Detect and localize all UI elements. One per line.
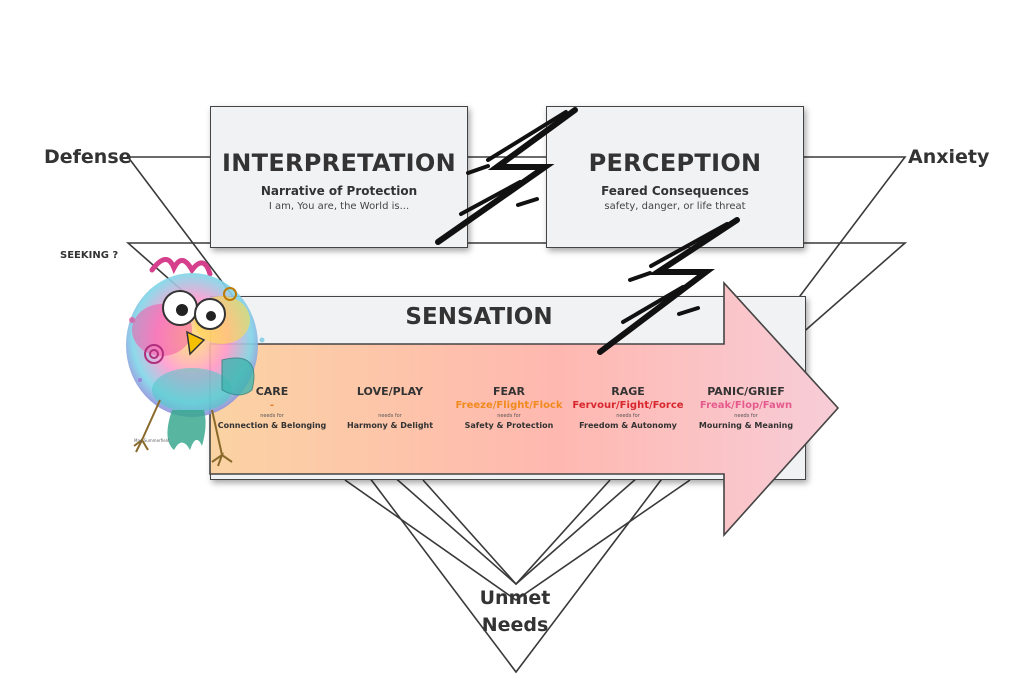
emotion-fear-need: Safety & Protection bbox=[464, 421, 554, 430]
emotion-rage-response: Fervour/Fight/Force bbox=[572, 400, 684, 411]
emotion-love-play-need: Harmony & Delight bbox=[346, 421, 434, 430]
arrow-shape bbox=[209, 280, 840, 538]
emotion-love-play-needs-for: needs for bbox=[378, 413, 402, 419]
inner-triangle-right bbox=[422, 479, 611, 586]
illustration-caption: Mag Summerfield bbox=[134, 438, 170, 443]
inner-triangle-left bbox=[344, 479, 691, 601]
emotion-panic-grief: PANIC/GRIEF Freak/Flop/Fawn needs for Mo… bbox=[671, 385, 821, 431]
interpretation-title: INTERPRETATION bbox=[222, 149, 456, 177]
anxiety-label: Anxiety bbox=[908, 146, 990, 168]
perception-box: PERCEPTION Feared Consequences safety, d… bbox=[546, 106, 804, 248]
interpretation-box: INTERPRETATION Narrative of Protection I… bbox=[210, 106, 468, 248]
emotion-rage-need: Freedom & Autonomy bbox=[579, 421, 677, 430]
emotion-fear-response: Freeze/Flight/Flock bbox=[455, 400, 563, 411]
emotion-love-play: LOVE/PLAY needs for Harmony & Delight bbox=[315, 385, 465, 431]
emotion-care-need: Connection & Belonging bbox=[217, 421, 327, 430]
unmet-needs-line1: Unmet bbox=[479, 587, 551, 609]
perception-description: safety, danger, or life threat bbox=[604, 201, 746, 212]
sensation-title: SENSATION bbox=[405, 304, 553, 330]
emotion-love-play-name: LOVE/PLAY bbox=[356, 385, 424, 398]
emotion-panic-grief-needs-for: needs for bbox=[734, 413, 758, 419]
emotion-panic-grief-name: PANIC/GRIEF bbox=[707, 385, 785, 398]
unmet-needs-label: Unmet Needs bbox=[460, 585, 570, 639]
emotion-care: CARE - needs for Connection & Belonging bbox=[197, 385, 347, 431]
emotion-care-needs-for: needs for bbox=[260, 413, 284, 419]
emotion-fear: FEAR Freeze/Flight/Flock needs for Safet… bbox=[434, 385, 584, 431]
defense-label: Defense bbox=[44, 146, 132, 168]
emotion-panic-grief-response: Freak/Flop/Fawn bbox=[699, 400, 793, 411]
emotion-rage-name: RAGE bbox=[611, 385, 645, 398]
emotion-care-response: - bbox=[269, 400, 275, 411]
seeking-label: SEEKING ? bbox=[60, 250, 119, 261]
emotion-rage: RAGE Fervour/Fight/Force needs for Freed… bbox=[553, 385, 703, 431]
emotion-panic-grief-need: Mourning & Meaning bbox=[698, 421, 794, 430]
interpretation-subtitle: Narrative of Protection bbox=[260, 184, 418, 198]
emotion-fear-name: FEAR bbox=[492, 385, 525, 398]
perception-subtitle: Feared Consequences bbox=[601, 184, 749, 198]
interpretation-description: I am, You are, the World is... bbox=[268, 201, 410, 212]
perception-title: PERCEPTION bbox=[588, 149, 762, 177]
emotion-rage-needs-for: needs for bbox=[616, 413, 640, 419]
emotion-fear-needs-for: needs for bbox=[497, 413, 521, 419]
unmet-needs-line2: Needs bbox=[481, 614, 549, 636]
watercolor-bird-illustration bbox=[126, 257, 265, 467]
emotion-care-name: CARE bbox=[255, 385, 289, 398]
